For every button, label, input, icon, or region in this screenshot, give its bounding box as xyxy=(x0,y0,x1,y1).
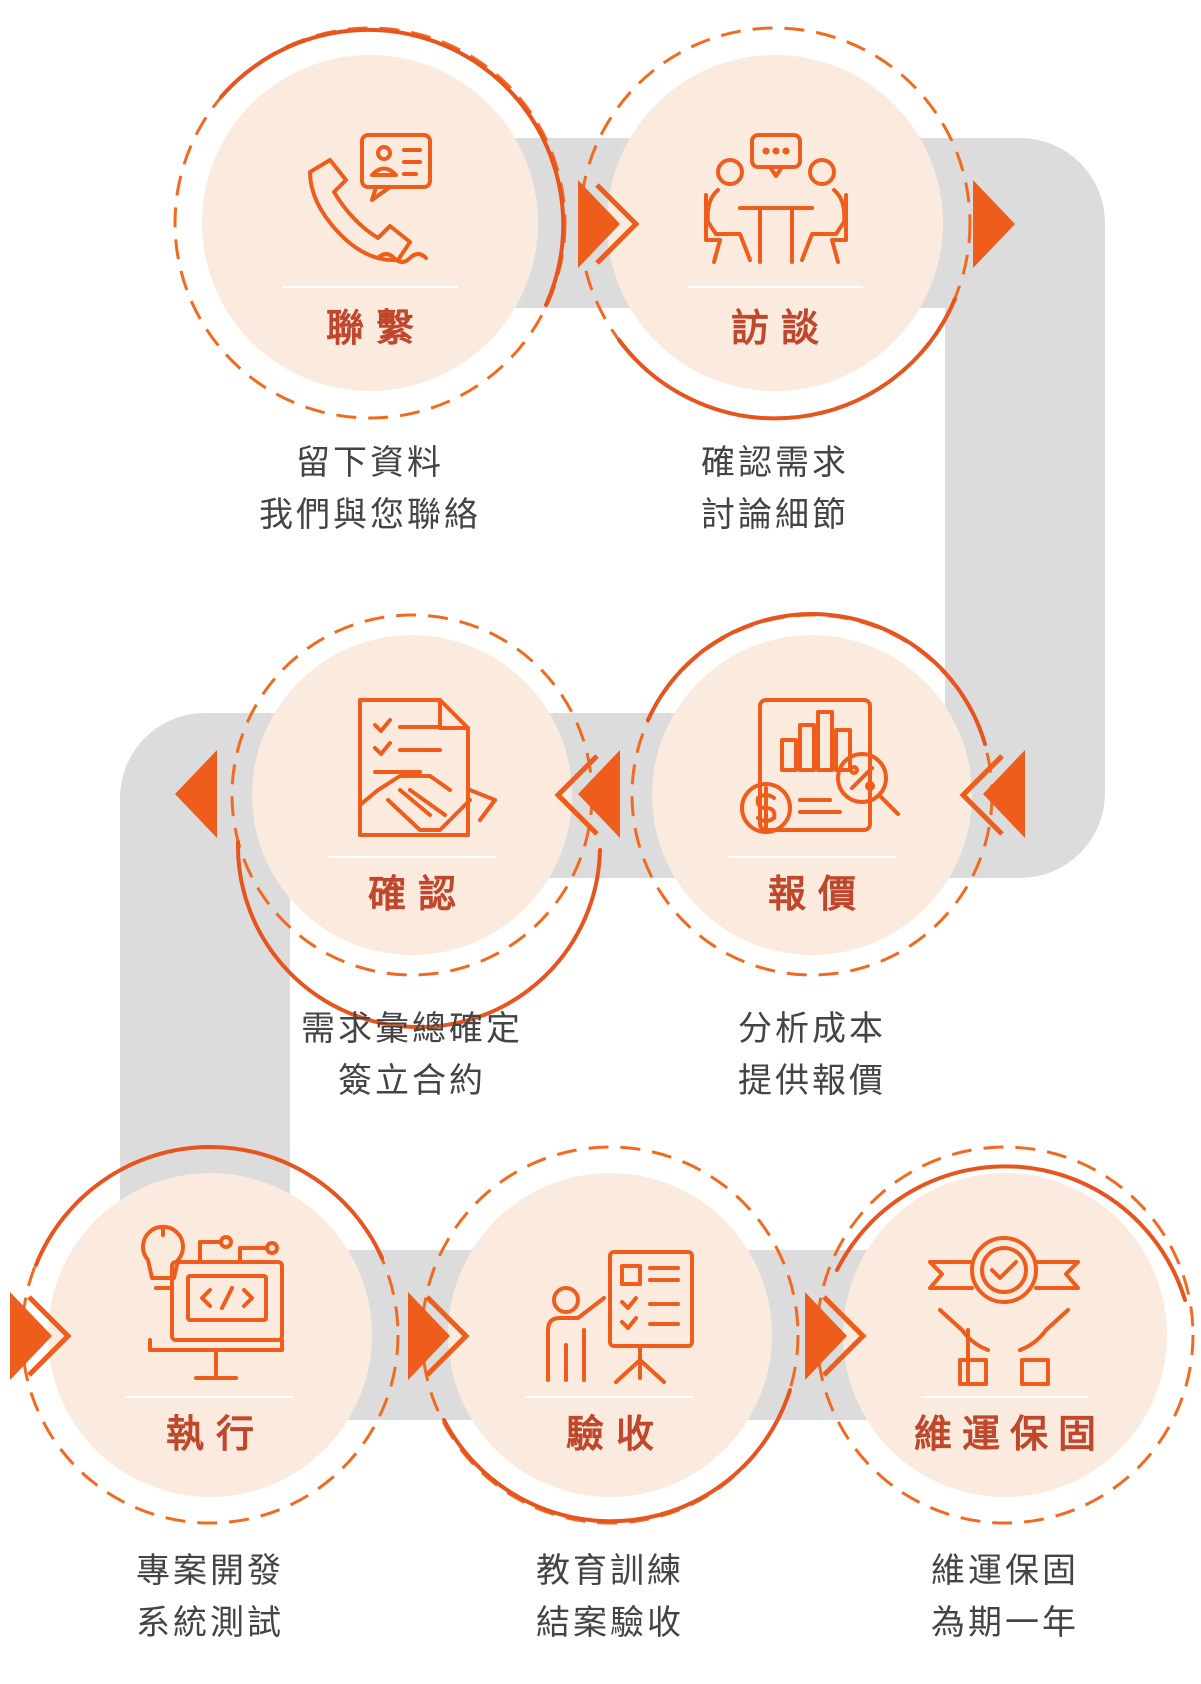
step-5-description: 專案開發 系統測試 xyxy=(60,1545,360,1649)
step-2-desc-line: 確認需求 xyxy=(701,443,849,483)
step-4-desc-line: 簽立合約 xyxy=(338,1061,486,1101)
step-7-desc-line: 為期一年 xyxy=(931,1603,1079,1643)
step-2-desc-line: 討論細節 xyxy=(701,495,849,535)
arrow-right-icon xyxy=(973,180,1015,268)
meeting-icon xyxy=(704,133,848,264)
step-7-description: 維運保固 為期一年 xyxy=(855,1545,1155,1649)
step-2-description: 確認需求 討論細節 xyxy=(625,437,925,541)
step-3-title: 報價 xyxy=(767,872,868,916)
step-5-title: 執行 xyxy=(165,1412,266,1456)
step-1-circle xyxy=(173,26,567,420)
step-3-desc-line: 提供報價 xyxy=(738,1061,886,1101)
step-6-title: 驗收 xyxy=(565,1412,666,1456)
contract-handshake-icon xyxy=(358,698,497,837)
presentation-icon xyxy=(546,1250,694,1384)
step-4-title: 確認 xyxy=(367,872,468,916)
warranty-badge-icon xyxy=(928,1236,1080,1386)
step-3-desc-line: 分析成本 xyxy=(738,1009,886,1049)
step-4-desc-line: 需求彙總確定 xyxy=(301,1009,523,1049)
step-1-desc-line: 留下資料 xyxy=(296,443,444,483)
arrow-right-icon xyxy=(10,1292,72,1380)
step-1-title: 聯繫 xyxy=(325,306,426,350)
step-2-title: 訪談 xyxy=(730,306,831,350)
step-6-desc-line: 結案驗收 xyxy=(536,1603,684,1643)
arrow-right-icon xyxy=(408,1292,470,1380)
step-7-circle xyxy=(815,1145,1195,1525)
phone-contact-icon xyxy=(308,133,432,264)
step-3-description: 分析成本 提供報價 xyxy=(662,1003,962,1107)
step-4-description: 需求彙總確定 簽立合約 xyxy=(262,1003,562,1107)
arrow-right-icon xyxy=(578,180,640,268)
step-6-description: 教育訓練 結案驗收 xyxy=(460,1545,760,1649)
step-5-desc-line: 系統測試 xyxy=(136,1603,284,1643)
step-3-circle xyxy=(630,612,994,977)
code-development-icon xyxy=(141,1224,284,1380)
arrow-left-icon xyxy=(554,750,620,838)
flow-arrows xyxy=(10,180,1025,1380)
step-1-desc-line: 我們與您聯絡 xyxy=(259,495,481,535)
step-5-circle xyxy=(20,1144,400,1525)
quotation-report-icon xyxy=(740,698,900,834)
arrow-right-icon xyxy=(805,1292,867,1380)
step-7-desc-line: 維運保固 xyxy=(931,1551,1079,1591)
step-5-desc-line: 專案開發 xyxy=(136,1551,284,1591)
step-6-desc-line: 教育訓練 xyxy=(536,1551,684,1591)
step-7-title: 維運保固 xyxy=(913,1412,1106,1456)
step-1-description: 留下資料 我們與您聯絡 xyxy=(220,437,520,541)
arrow-left-icon xyxy=(959,750,1025,838)
arrow-left-icon xyxy=(175,750,217,838)
